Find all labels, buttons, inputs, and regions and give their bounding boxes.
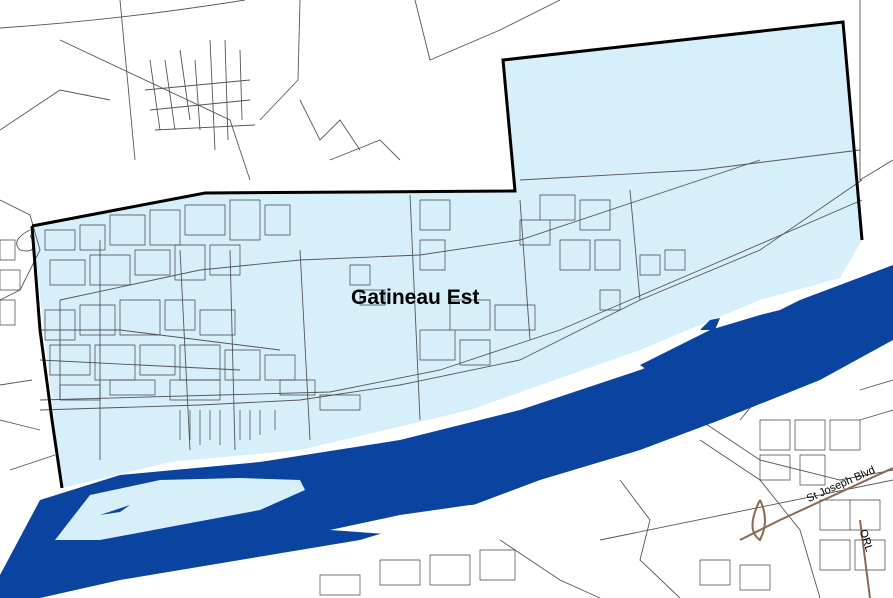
region-boundary (30, 20, 864, 489)
residential-grid (0, 194, 886, 596)
region-label: Gatineau Est (351, 286, 480, 309)
major-roads (739, 467, 893, 598)
gatineau-est-region[interactable] (32, 22, 862, 488)
ottawa-river (0, 265, 893, 598)
